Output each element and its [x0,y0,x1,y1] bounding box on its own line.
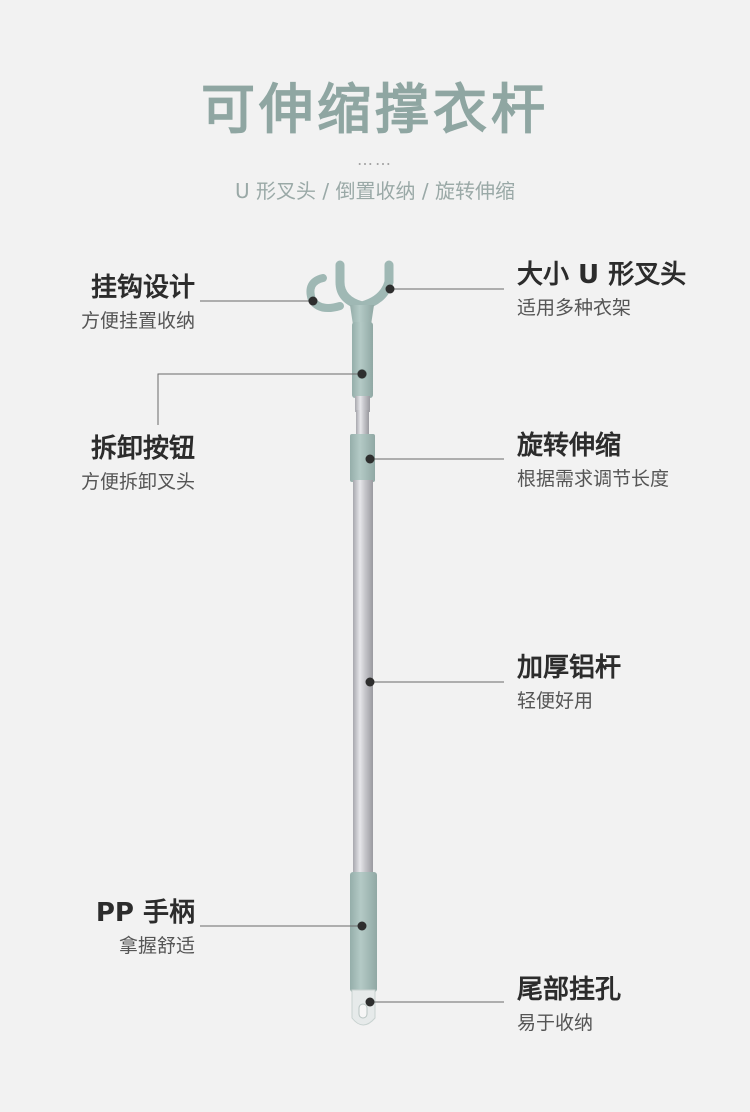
feature-release-button: 拆卸按钮 方便拆卸叉头 [81,433,195,495]
callout-dots [308,284,395,1007]
feature-rotate-telescope: 旋转伸缩 根据需求调节长度 [517,430,669,492]
feature-desc: 方便拆卸叉头 [80,471,195,493]
feature-title: 大小 U 形叉头 [517,260,687,290]
feature-title: 尾部挂孔 [517,975,622,1005]
page-title: 可伸缩撑衣杆 [201,78,549,141]
feature-title: 旋转伸缩 [517,431,622,461]
feature-pp-handle: PP 手柄 拿握舒适 [96,897,195,959]
feature-desc: 适用多种衣架 [517,297,632,319]
feature-aluminum-rod: 加厚铝杆 轻便好用 [517,652,621,714]
feature-desc: 拿握舒适 [118,935,195,957]
feature-desc: 轻便好用 [517,690,594,712]
feature-u-fork: 大小 U 形叉头 适用多种衣架 [517,259,686,321]
feature-title: 拆卸按钮 [90,434,195,464]
upper-joint [355,396,370,436]
rotating-collar [350,434,375,482]
feature-title: 加厚铝杆 [517,653,622,683]
u-fork-head [306,260,394,398]
feature-hook-design: 挂钩设计 方便挂置收纳 [81,272,195,334]
feature-desc: 方便挂置收纳 [80,310,195,332]
feature-tail-hole: 尾部挂孔 易于收纳 [517,974,621,1036]
callout-lines [157,288,504,1003]
feature-title: PP 手柄 [95,898,195,928]
feature-title: 挂钩设计 [90,273,195,303]
title-divider-dots: …… [357,150,393,169]
aluminum-rod [353,480,373,874]
feature-desc: 易于收纳 [517,1012,594,1034]
feature-desc: 根据需求调节长度 [517,468,670,490]
page-subtitle: U 形叉头 / 倒置收纳 / 旋转伸缩 [235,179,515,203]
